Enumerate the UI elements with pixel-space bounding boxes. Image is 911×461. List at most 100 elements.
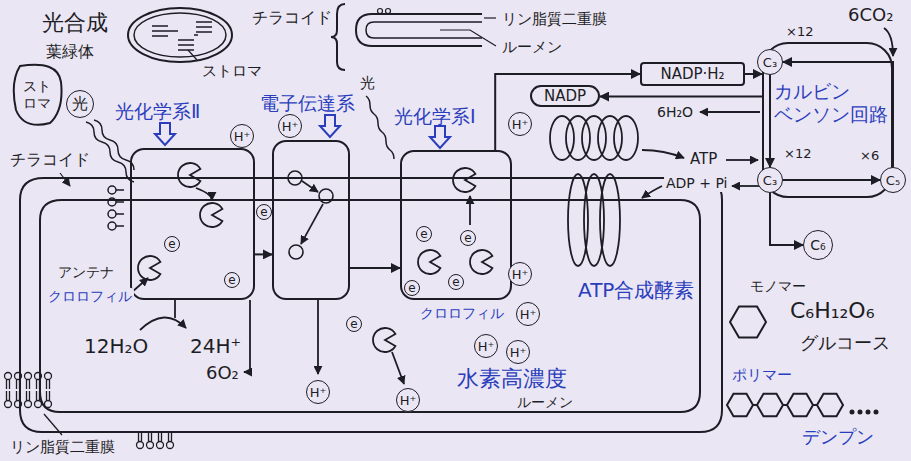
electron-carrier <box>319 189 333 203</box>
phospholipid-symbol <box>15 373 22 380</box>
thylakoid-bracket <box>484 17 496 18</box>
connector-group <box>255 62 893 268</box>
thylakoid-bracket <box>331 4 496 70</box>
node-label: H⁺ <box>310 386 327 399</box>
light-ray <box>94 120 134 170</box>
thylakoid-bracket <box>386 9 391 14</box>
complex-arrow <box>320 115 340 137</box>
node-label: C₃ <box>763 174 777 187</box>
flow-arrow <box>350 267 400 269</box>
reaction-line <box>174 300 176 318</box>
annotation-label: ポリマー <box>730 366 794 384</box>
phospholipid-symbol <box>7 391 50 400</box>
flow-arrow <box>770 193 803 245</box>
complex-heading: 電子伝達系 <box>260 92 355 115</box>
antenna-pigment <box>108 222 116 230</box>
starch-chain <box>757 394 783 417</box>
chloroplast-sketch <box>134 13 226 57</box>
phospholipid-symbol <box>5 401 12 408</box>
node-label: e <box>420 228 427 240</box>
reaction-line <box>140 28 893 384</box>
node-label: ストロマ <box>23 78 53 112</box>
reaction-line <box>317 300 319 374</box>
reaction-line <box>244 300 250 372</box>
light-ray <box>366 96 394 159</box>
complex-heading: 光化学系Ⅱ <box>115 100 200 123</box>
pigment-figure <box>132 163 492 352</box>
annotation-label: 水素高濃度 <box>455 366 569 392</box>
reaction-line <box>726 159 758 161</box>
node-label: e <box>464 232 471 244</box>
annotation-label: ×12 <box>784 24 815 40</box>
annotation-label: チラコイド <box>8 150 92 169</box>
node-label: e <box>452 276 459 288</box>
thylakoid-membrane <box>20 173 722 432</box>
annotation-label: デンプン <box>800 426 876 448</box>
annotation-label: クロロフィル <box>46 288 134 305</box>
phospholipid-symbol <box>45 401 52 408</box>
complex-heading: ATP合成酵素 <box>578 278 694 302</box>
flow-arrow <box>783 179 880 181</box>
annotation-label: リン脂質二重膜 <box>8 438 117 456</box>
electron-circle: e <box>404 280 420 296</box>
phospholipid-symbol <box>157 442 164 449</box>
starch-chain <box>817 394 843 417</box>
pigment-figure <box>132 278 148 292</box>
photosystem-box: 光化学系Ⅱee <box>130 148 255 300</box>
node-label: NADP·H₂ <box>660 65 724 83</box>
node-label: C₅ <box>886 174 900 187</box>
carbon-compound-circle: C₅ <box>880 167 906 193</box>
node-label: NADP <box>544 87 586 105</box>
phospholipid-symbol <box>5 373 12 380</box>
atp-synthase: ATP合成酵素 <box>548 112 640 270</box>
starch-chain <box>867 411 870 414</box>
thylakoid-membrane <box>20 178 722 432</box>
proton-circle: H⁺ <box>516 302 540 326</box>
annotation-label: 6H₂O <box>655 104 695 121</box>
thylakoid-bracket <box>378 9 383 14</box>
pigment-figure <box>196 188 212 200</box>
node-label: H⁺ <box>478 340 495 353</box>
node-label: H⁺ <box>512 268 529 281</box>
antenna-pigment <box>108 186 124 230</box>
antenna-pigment <box>108 186 116 194</box>
complex-heading: カルビン ベンソン回路 <box>774 80 892 126</box>
glucose-hexagon <box>730 306 766 337</box>
node-label: e <box>228 274 235 286</box>
nadp-oval: NADP <box>530 85 600 107</box>
proton-circle: H⁺ <box>278 114 302 138</box>
annotation-label: グルコース <box>798 332 892 354</box>
annotation-label: ルーメン <box>500 38 564 56</box>
stroma-blob: ストロマ <box>10 60 66 130</box>
glucose-hexagon <box>730 306 766 337</box>
chloroplast-sketch <box>188 50 197 60</box>
annotation-label: 光 <box>358 74 377 92</box>
reaction-line <box>392 352 404 384</box>
starch-chain <box>787 394 813 417</box>
electron-circle: e <box>164 236 180 252</box>
phospholipid-symbol <box>45 373 52 380</box>
atp-synthase-figure <box>600 174 620 266</box>
node-label: e <box>168 238 175 250</box>
flow-arrow <box>769 75 771 167</box>
phospholipid-symbol <box>139 433 172 441</box>
annotation-label: モノマー <box>748 278 808 295</box>
photosystem-box: 光化学系Ⅰeeee <box>400 150 512 300</box>
node-label: e <box>408 282 415 294</box>
node-label: H⁺ <box>400 394 417 407</box>
pigment-figure <box>200 203 222 227</box>
thylakoid-bracket <box>440 30 496 46</box>
annotation-label: ×6 <box>858 148 881 164</box>
reaction-line <box>732 185 760 187</box>
light-circle: 光 <box>66 90 94 118</box>
annotation-label: ×12 <box>782 146 813 162</box>
electron-carrier <box>302 181 318 192</box>
complex-arrow <box>155 123 175 145</box>
flow-arrow <box>495 74 640 150</box>
node-label: H⁺ <box>510 346 527 359</box>
reaction-line <box>140 317 186 330</box>
electron-carrier <box>289 245 303 259</box>
pigment-figure <box>138 256 160 280</box>
electron-circle: e <box>256 204 272 220</box>
